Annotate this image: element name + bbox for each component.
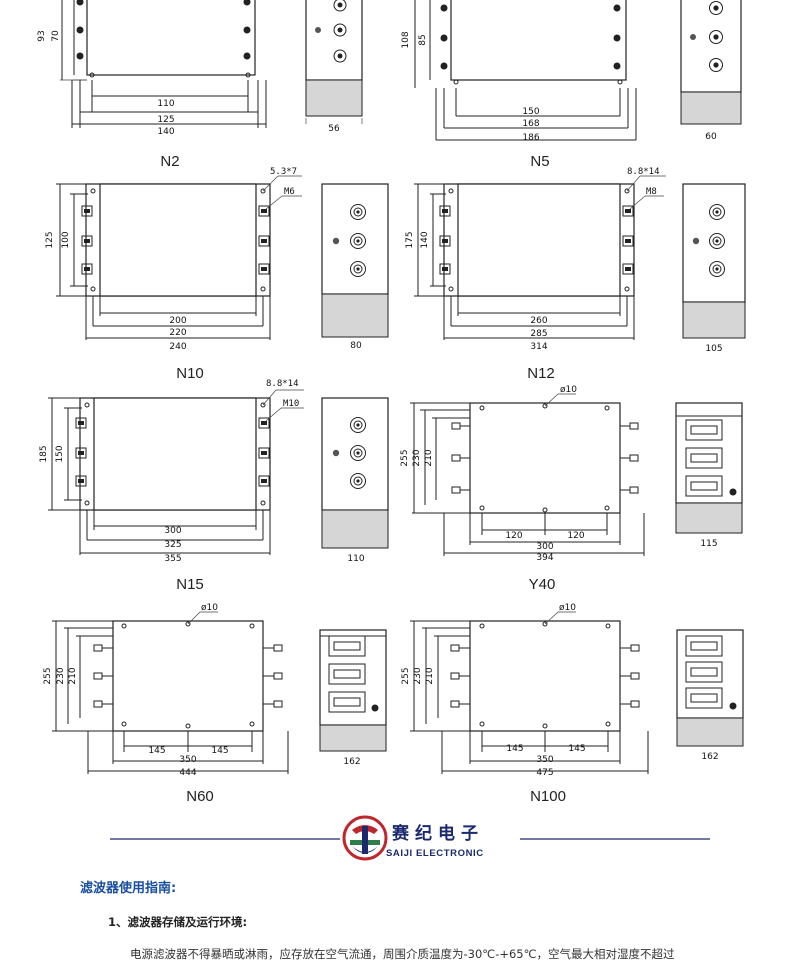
n10-depth: 80: [350, 341, 362, 351]
n10-w-outer: 240: [169, 342, 186, 352]
n100-side-body: [676, 629, 744, 719]
n60-front-body: [112, 620, 264, 732]
n100-h2: 230: [413, 667, 423, 684]
y40-half-a: 120: [505, 531, 522, 541]
y40-h2: 230: [412, 449, 422, 466]
y40-depth: 115: [700, 539, 717, 549]
n2-h-outer: 93: [37, 30, 47, 41]
n60-w-outer: 444: [179, 768, 196, 778]
n100-h3: 210: [425, 667, 435, 684]
logo-cn-text: 赛纪电子: [391, 823, 484, 844]
n10-h-outer: 125: [45, 231, 55, 248]
n12-h-outer: 175: [405, 231, 415, 248]
n5-w-mid: 168: [522, 119, 539, 129]
n15-h-inner: 150: [55, 445, 65, 462]
n60-hole-label: ø10: [201, 603, 218, 613]
n60-h2: 230: [56, 667, 66, 684]
n60-half-a: 145: [148, 746, 165, 756]
n60-h1: 255: [43, 667, 53, 684]
y40-h3: 210: [424, 449, 434, 466]
drawing-n5: 108 85 150 168 186 60 N5: [401, 0, 742, 170]
n100-h1: 255: [401, 667, 411, 684]
drawing-n60: 255 230 210 145 145 350 444 ø10 162 N60: [43, 603, 387, 805]
guide-item-1: 1、滤波器存储及运行环境:: [108, 915, 248, 929]
n15-h-outer: 185: [39, 445, 49, 462]
n10-w-inner: 200: [169, 316, 186, 326]
n100-half-a: 145: [506, 744, 523, 754]
n5-h-outer: 108: [401, 31, 411, 48]
n12-w-outer: 314: [530, 342, 547, 352]
n100-w-mid: 350: [536, 755, 553, 765]
n10-w-mid: 220: [169, 328, 186, 338]
n12-caption: N12: [527, 365, 555, 382]
y40-w-outer: 394: [536, 553, 553, 563]
n2-w-inner: 110: [157, 99, 174, 109]
n60-depth: 162: [343, 757, 360, 767]
n5-depth: 60: [705, 132, 717, 142]
n5-side-body: [680, 0, 742, 93]
n60-caption: N60: [186, 788, 214, 805]
n12-w-inner: 260: [530, 316, 547, 326]
n15-stud-label: M10: [283, 399, 299, 409]
n15-hole-label: 8.8*14: [266, 379, 299, 389]
n5-h-inner: 85: [418, 34, 428, 45]
n5-front-body: [450, 0, 627, 81]
n2-caption: N2: [160, 153, 179, 170]
y40-h1: 255: [400, 449, 410, 466]
y40-caption: Y40: [529, 576, 556, 593]
n2-w-outer: 140: [157, 127, 174, 137]
n10-caption: N10: [176, 365, 204, 382]
logo-en-text: SAIJI ELECTRONIC: [386, 848, 484, 859]
n12-side-body: [682, 183, 746, 303]
drawing-n2: 93 70 110 125 140 56 N2: [37, 0, 363, 170]
saiji-logo-icon: [342, 815, 388, 861]
n60-h3: 210: [68, 667, 78, 684]
logo-divider: 赛纪电子 SAIJI ELECTRONIC: [110, 815, 710, 861]
drawing-n100: 255 230 210 145 145 350 475 ø10 162 N100: [401, 603, 744, 805]
n12-hole-label: 8.8*14: [627, 167, 660, 177]
n12-depth: 105: [705, 344, 722, 354]
n15-side-body: [321, 397, 389, 511]
n12-w-mid: 285: [530, 329, 547, 339]
y40-hole-label: ø10: [560, 385, 577, 395]
n100-half-b: 145: [568, 744, 585, 754]
guide-body-text: 电源滤波器不得暴晒或淋雨，应存放在空气流通，周围介质温度为-30℃-+65℃，空…: [130, 947, 675, 960]
n12-h-inner: 140: [420, 231, 430, 248]
n10-stud-label: M6: [284, 187, 295, 197]
n100-front-body: [469, 620, 621, 732]
n15-w-mid: 325: [164, 540, 181, 550]
y40-half-b: 120: [567, 531, 584, 541]
y40-w-mid: 300: [536, 542, 553, 552]
n2-front-body: [86, 0, 256, 76]
drawing-n10: 125 100 200 220 240 5.3*7 M6 80 N10: [45, 167, 389, 382]
n10-h-inner: 100: [61, 231, 71, 248]
n15-depth: 110: [347, 554, 364, 564]
n100-hole-label: ø10: [559, 603, 576, 613]
n15-caption: N15: [176, 576, 204, 593]
n5-w-outer: 186: [522, 133, 539, 143]
n12-stud-label: M8: [646, 187, 657, 197]
n15-w-outer: 355: [164, 554, 181, 564]
n100-w-outer: 475: [536, 768, 553, 778]
n5-w-inner: 150: [522, 107, 539, 117]
drawing-n15: 185 150 300 325 355 8.8*14 M10 110 N15: [39, 379, 389, 593]
n2-w-mid: 125: [157, 115, 174, 125]
n100-depth: 162: [701, 752, 718, 762]
drawing-n12: 175 140 260 285 314 8.8*14 M8 105 N12: [405, 167, 746, 382]
n60-w-mid: 350: [179, 755, 196, 765]
drawing-y40: 255 230 210 120 120 300 394 ø10 115 Y40: [400, 385, 743, 593]
n10-hole-label: 5.3*7: [270, 167, 297, 177]
n2-depth: 56: [328, 124, 340, 134]
guide-title: 滤波器使用指南:: [80, 881, 177, 896]
n15-w-inner: 300: [164, 526, 181, 536]
n2-h-inner: 70: [51, 30, 61, 42]
y40-front-body: [469, 402, 621, 514]
n5-caption: N5: [530, 153, 549, 170]
n60-half-b: 145: [211, 746, 228, 756]
n2-side-body: [305, 0, 363, 81]
n100-caption: N100: [530, 788, 566, 805]
